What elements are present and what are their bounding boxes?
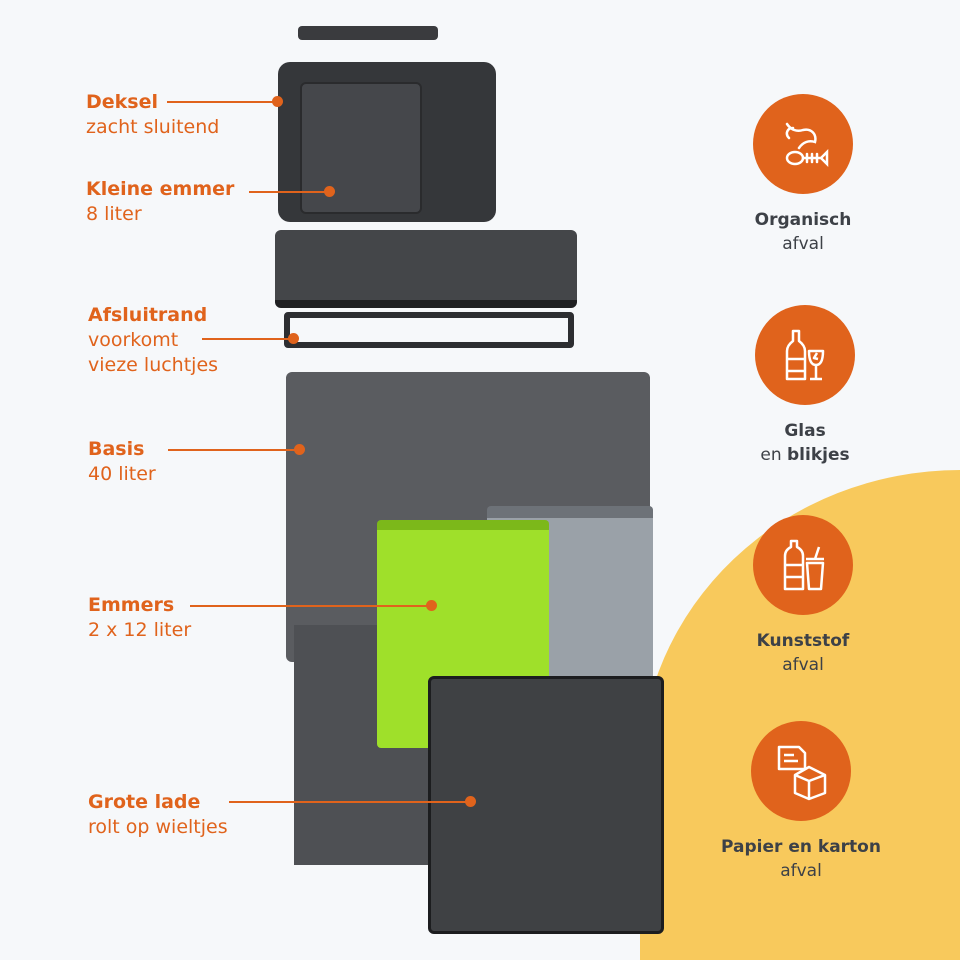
callout-line (190, 605, 430, 607)
callout-subtitle: 40 liter (88, 463, 156, 485)
callout-line (249, 191, 329, 193)
callout-title: Kleine emmer (86, 178, 235, 200)
callout-dot (294, 444, 305, 455)
callout-title: Deksel (86, 91, 159, 113)
category-subtitle-bold: blikjes (787, 445, 850, 465)
callout-title: Grote lade (88, 791, 201, 813)
callout-buckets: Emmers 2 x 12 liter (88, 593, 191, 643)
seal-ring (284, 312, 574, 348)
lid-frame (275, 230, 577, 308)
category-title: Glas (784, 421, 826, 441)
category-subtitle: afval (782, 234, 824, 254)
callout-line (168, 449, 298, 451)
callout-subtitle-2: vieze luchtjes (88, 354, 219, 376)
callout-dot (272, 96, 283, 107)
glass-bottle-icon (755, 305, 855, 405)
callout-title: Basis (88, 438, 145, 460)
callout-title: Emmers (88, 594, 175, 616)
callout-base: Basis 40 liter (88, 437, 156, 487)
callout-subtitle: rolt op wieltjes (88, 816, 228, 838)
category-subtitle: afval (780, 861, 822, 881)
callout-dot (465, 796, 476, 807)
category-title: Papier en karton (721, 837, 881, 857)
drawer (428, 676, 664, 934)
category-subtitle: en blikjes (760, 445, 849, 465)
callout-lid: Deksel zacht sluitend (86, 90, 219, 140)
category-plastic: Kunststof afval (703, 515, 903, 677)
category-title: Kunststof (756, 631, 850, 651)
callout-subtitle: zacht sluitend (86, 116, 220, 138)
callout-line (229, 801, 469, 803)
plastic-bottle-icon (753, 515, 853, 615)
category-paper: Papier en karton afval (701, 721, 901, 883)
small-bucket (300, 82, 422, 214)
lid-top-plate (298, 26, 438, 40)
callout-line (167, 101, 277, 103)
callout-seal: Afsluitrand voorkomt vieze luchtjes (88, 303, 218, 378)
callout-subtitle: 2 x 12 liter (88, 619, 192, 641)
callout-dot (324, 186, 335, 197)
callout-dot (288, 333, 299, 344)
callout-line (202, 338, 292, 340)
category-title: Organisch (754, 210, 852, 230)
category-subtitle-prefix: en (760, 445, 788, 465)
callout-title: Afsluitrand (88, 304, 208, 326)
category-glass: Glas en blikjes (705, 305, 905, 467)
category-subtitle: afval (782, 655, 824, 675)
callout-small-bucket: Kleine emmer 8 liter (86, 177, 234, 227)
callout-subtitle: 8 liter (86, 203, 142, 225)
category-organic: Organisch afval (703, 94, 903, 256)
callout-drawer: Grote lade rolt op wieltjes (88, 790, 228, 840)
callout-subtitle: voorkomt (88, 329, 179, 351)
paper-box-icon (751, 721, 851, 821)
organic-waste-icon (753, 94, 853, 194)
callout-dot (426, 600, 437, 611)
